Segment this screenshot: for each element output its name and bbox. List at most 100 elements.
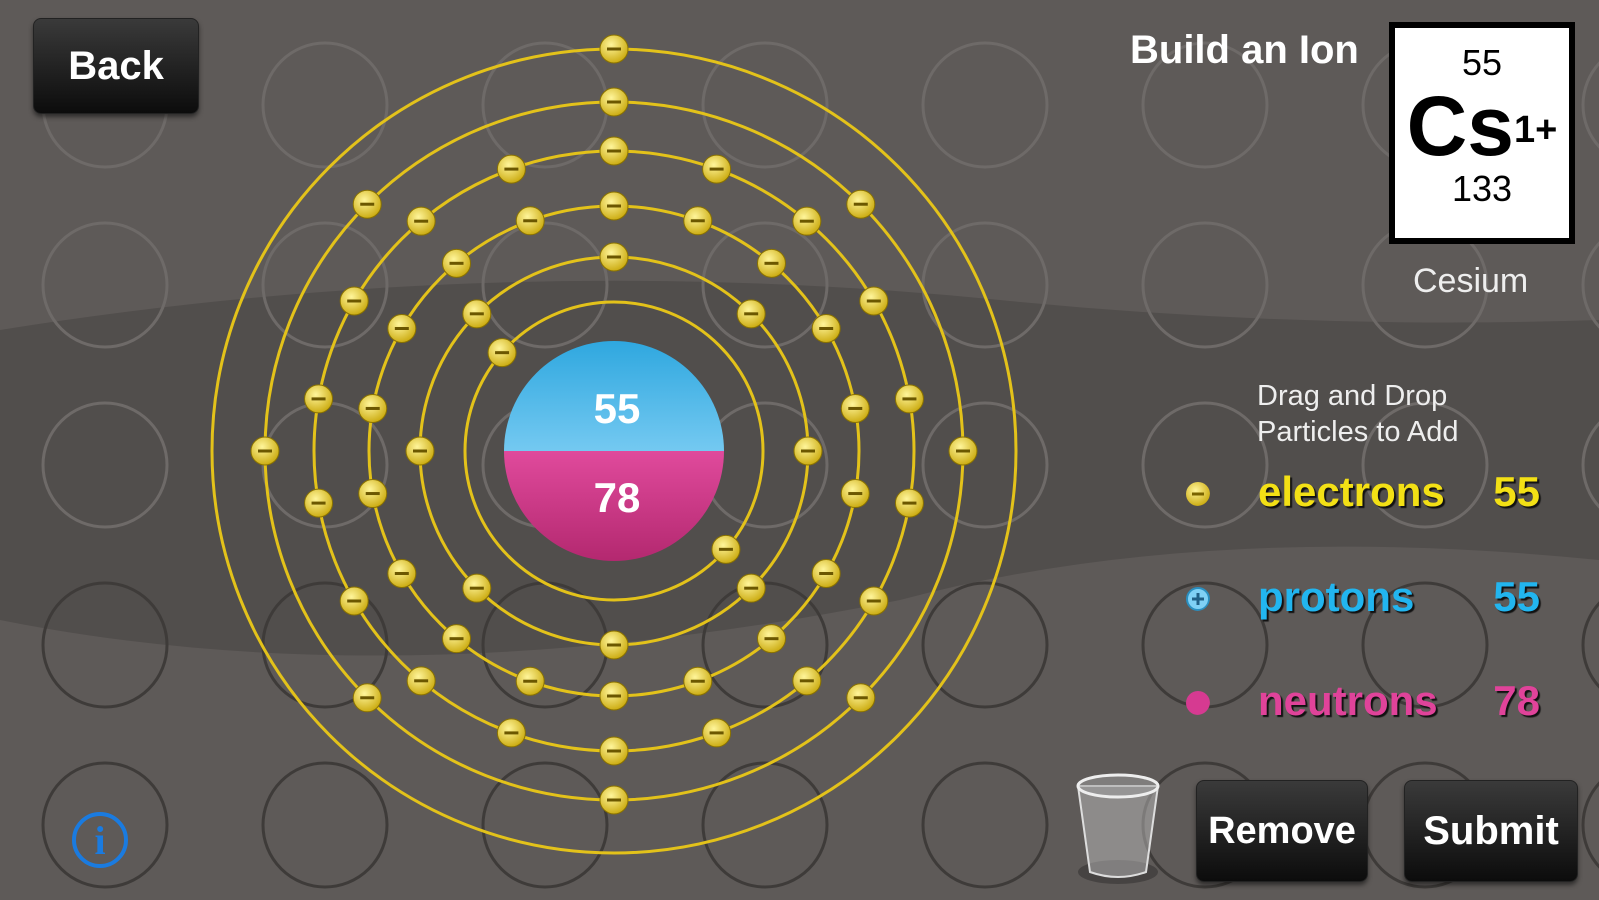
back-button[interactable]: Back (33, 18, 199, 114)
electron[interactable] (736, 573, 766, 603)
electron[interactable] (840, 479, 870, 509)
electron[interactable] (496, 154, 526, 184)
background-circle (701, 761, 829, 889)
electron[interactable] (515, 206, 545, 236)
background-circle (701, 221, 829, 349)
proton-count: 55 (1493, 573, 1540, 620)
trash-bin-icon[interactable] (1070, 772, 1170, 887)
background-circle (261, 221, 389, 349)
electron[interactable] (736, 299, 766, 329)
background-circle (261, 41, 389, 169)
electron-count: 55 (1493, 468, 1540, 515)
electron[interactable] (859, 586, 889, 616)
neutron-label: neutrons (1258, 677, 1438, 724)
background-circle (1141, 41, 1269, 169)
electron[interactable] (599, 785, 629, 815)
electron[interactable] (599, 136, 629, 166)
electron[interactable] (792, 666, 822, 696)
electron[interactable] (442, 248, 472, 278)
electron[interactable] (304, 384, 334, 414)
electron[interactable] (358, 393, 388, 423)
background-circle (481, 761, 609, 889)
background-circle (921, 221, 1049, 349)
electron[interactable] (840, 393, 870, 423)
electron[interactable] (599, 736, 629, 766)
background-circle (1361, 401, 1489, 529)
background-circle (41, 581, 169, 709)
electron-icon[interactable] (1184, 480, 1210, 506)
electron[interactable] (792, 206, 822, 236)
background-circle (1141, 401, 1269, 529)
electron[interactable] (387, 314, 417, 343)
electron[interactable] (894, 488, 924, 518)
info-icon[interactable]: i (72, 812, 128, 868)
electron[interactable] (406, 206, 436, 236)
electron[interactable] (339, 286, 369, 316)
electron[interactable] (496, 718, 526, 748)
background-circle (481, 221, 609, 349)
electron[interactable] (352, 683, 382, 713)
electron[interactable] (405, 436, 435, 466)
electron-source[interactable]: electrons 55 (1180, 468, 1540, 518)
electron[interactable] (711, 534, 741, 564)
element-symbol: Cs1+ (1395, 84, 1569, 168)
electron[interactable] (811, 559, 841, 588)
electron[interactable] (683, 666, 713, 696)
electron[interactable] (515, 666, 545, 696)
background-circle (701, 41, 829, 169)
background-circle (1581, 601, 1599, 689)
proton-label: protons (1258, 573, 1415, 620)
background-circle (701, 581, 829, 709)
electron[interactable] (756, 248, 786, 278)
electron[interactable] (462, 299, 492, 329)
electron[interactable] (358, 479, 388, 509)
remove-button[interactable]: Remove (1196, 780, 1368, 882)
element-card: 55 Cs1+ 133 (1389, 22, 1575, 244)
electron-shell (463, 300, 765, 602)
page-title: Build an Ion (1130, 28, 1359, 72)
electron[interactable] (846, 683, 876, 713)
proton-source[interactable]: protons 55 (1180, 573, 1540, 623)
electron[interactable] (304, 488, 334, 518)
electron[interactable] (352, 189, 382, 219)
electron[interactable] (599, 34, 629, 64)
proton-icon[interactable] (1184, 585, 1210, 611)
electron[interactable] (339, 586, 369, 616)
electron[interactable] (894, 384, 924, 414)
neutron-source[interactable]: neutrons 78 (1180, 677, 1540, 727)
electron[interactable] (948, 436, 978, 466)
electron[interactable] (811, 314, 841, 343)
electron[interactable] (599, 630, 629, 660)
background-circle (921, 401, 1049, 529)
background-circle (921, 41, 1049, 169)
background-circle (1141, 221, 1269, 349)
electron[interactable] (756, 624, 786, 654)
electron[interactable] (599, 87, 629, 117)
background-circle (41, 221, 169, 349)
nucleus-neutron-count: 78 (594, 474, 641, 521)
submit-button[interactable]: Submit (1404, 780, 1578, 882)
electron[interactable] (702, 154, 732, 184)
electron[interactable] (462, 573, 492, 603)
electron[interactable] (793, 436, 823, 466)
background-circle (1581, 61, 1599, 149)
background-circle (1581, 781, 1599, 869)
electron[interactable] (250, 436, 280, 466)
electron[interactable] (599, 191, 629, 221)
electron[interactable] (487, 338, 517, 368)
electron[interactable] (599, 242, 629, 272)
background-circle (1581, 421, 1599, 509)
electron[interactable] (442, 624, 472, 654)
electron[interactable] (702, 718, 732, 748)
instructions-line-2: Particles to Add (1257, 416, 1459, 448)
electron[interactable] (599, 681, 629, 711)
electron[interactable] (406, 666, 436, 696)
electron[interactable] (683, 206, 713, 236)
electron[interactable] (846, 189, 876, 219)
neutron-icon[interactable] (1184, 689, 1210, 715)
electron-label: electrons (1258, 468, 1445, 515)
electron[interactable] (859, 286, 889, 316)
electron[interactable] (387, 559, 417, 588)
background-circle (921, 761, 1049, 889)
